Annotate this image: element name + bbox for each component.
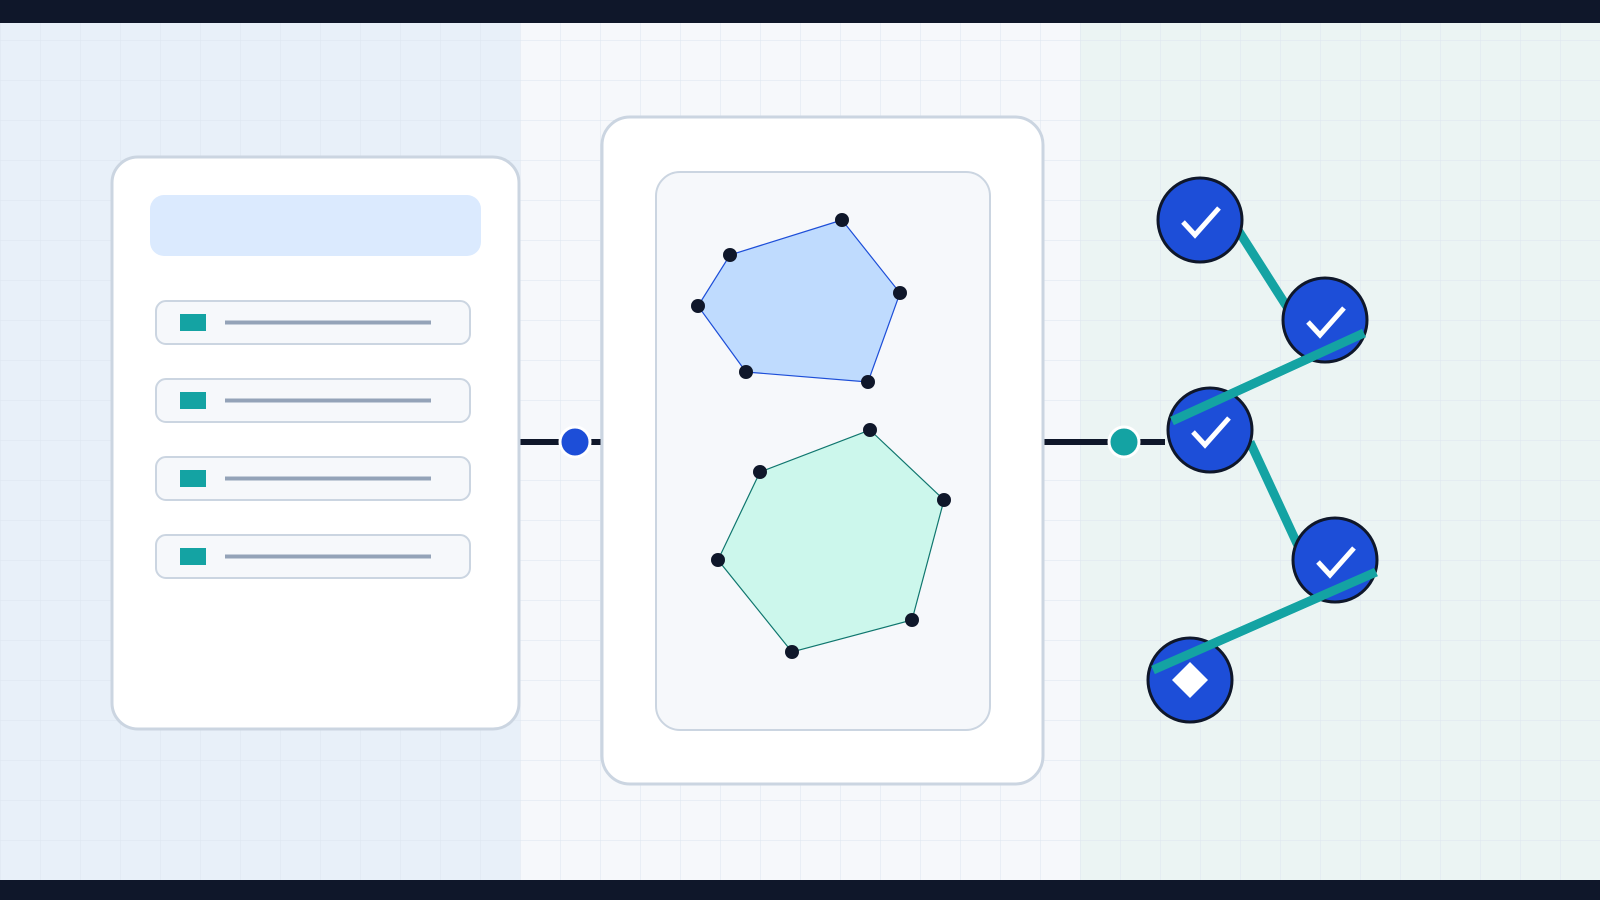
heptagon-shape [711,423,951,659]
shape-panel [600,115,1045,786]
vertex-dot [861,375,875,389]
shapes [691,213,951,659]
source-row [155,300,471,345]
vertex-dot [723,248,737,262]
top-bar [0,0,1600,23]
row-chip [180,548,206,565]
vertex-dot [753,465,767,479]
chain-node-circle [1156,176,1244,264]
check-icon [1181,206,1221,239]
chain-link [1245,440,1305,552]
bottom-bar [0,880,1600,900]
vertex-dot [905,613,919,627]
hexagon-shape [691,213,907,389]
connector-dot-blue [558,425,592,459]
chain-link-overlay [1151,567,1378,675]
chain-link [1234,227,1293,313]
check-icon [1316,546,1356,579]
result-chain [1146,176,1379,724]
connector-right [1043,425,1165,459]
vertex-dot [863,423,877,437]
source-row [155,456,471,501]
vertex-dot [835,213,849,227]
connector-dot-teal [1107,425,1141,459]
vertex-dot [711,553,725,567]
check-icon [1191,416,1231,449]
source-row [155,378,471,423]
vertex-dot [937,493,951,507]
diamond-icon [1172,662,1208,698]
row-chip [180,392,206,409]
chain-node [1156,176,1244,264]
source-panel [110,155,521,731]
row-chip [180,314,206,331]
connector-left [520,425,602,459]
vertex-dot [785,645,799,659]
vertex-dot [739,365,753,379]
chain-link-overlay [1170,328,1366,426]
check-icon [1306,306,1346,339]
vertex-dot [691,299,705,313]
source-header-block [150,195,481,256]
vertex-dot [893,286,907,300]
row-chip [180,470,206,487]
source-row [155,534,471,579]
source-rows [155,300,471,579]
